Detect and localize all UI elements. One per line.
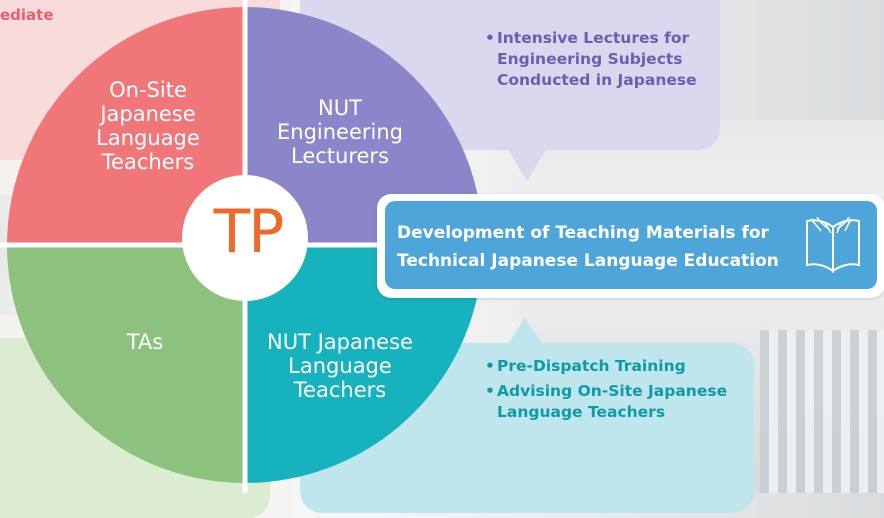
segment-label-onsite: On-Site Japanese Language Teachers — [96, 78, 200, 174]
segment-label-tas: TAs — [126, 330, 164, 354]
onsite-bubble-text-fragment: ediate — [0, 6, 54, 24]
wheel-segment-tas — [7, 245, 245, 483]
engineering-bubble-item: Intensive Lectures for Engineering Subje… — [485, 28, 715, 91]
banner-line-1: Development of Teaching Materials for — [397, 223, 769, 243]
wheel-segment-nut-engineering — [245, 7, 483, 245]
background-window — [760, 330, 884, 493]
open-book-icon — [806, 217, 860, 273]
japanese-bubble-tail — [505, 318, 545, 348]
teaching-materials-banner: Development of Teaching Materials for Te… — [377, 194, 884, 298]
banner-line-2: Technical Japanese Language Education — [397, 251, 779, 271]
japanese-bubble-list: Pre-Dispatch Training Advising On-Site J… — [485, 356, 735, 427]
japanese-bubble-item: Pre-Dispatch Training — [485, 356, 735, 377]
wheel-segment-nut-japanese — [245, 245, 483, 483]
center-label-tp: TP — [213, 197, 285, 267]
segment-label-nut-japanese: NUT Japanese Language Teachers — [267, 330, 413, 402]
banner-text: Development of Teaching Materials for Te… — [397, 219, 787, 275]
segment-label-nut-engineering: NUT Engineering Lecturers — [277, 96, 403, 168]
engineering-bubble-tail — [505, 145, 549, 181]
banner-fill: Development of Teaching Materials for Te… — [385, 201, 877, 289]
engineering-bubble-list: Intensive Lectures for Engineering Subje… — [485, 28, 715, 95]
wheel-segment-onsite — [7, 7, 245, 245]
wheel-center-circle — [182, 175, 308, 301]
japanese-bubble-item: Advising On-Site Japanese Language Teach… — [485, 381, 735, 423]
